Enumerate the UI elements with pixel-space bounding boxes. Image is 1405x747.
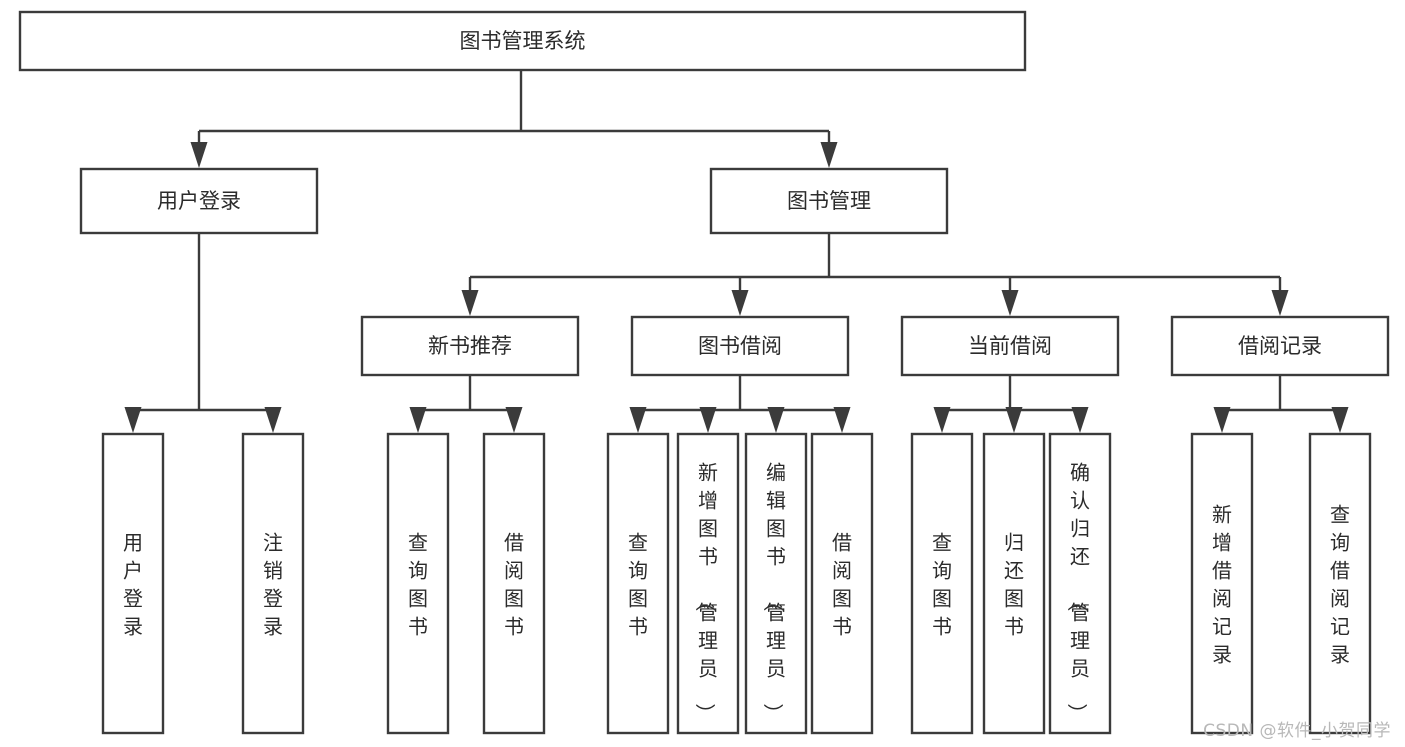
arrow-head-icon — [833, 407, 851, 433]
node-leaf-return-book[interactable]: 归还图书 — [982, 432, 1046, 735]
node-label: 注销登录 — [263, 530, 283, 638]
node-box[interactable] — [810, 432, 874, 735]
node-book-management[interactable]: 图书管理 — [709, 167, 949, 235]
arrow-head-icon — [820, 142, 838, 168]
node-label: 新书推荐 — [428, 334, 512, 358]
node-label: 借阅图书 — [832, 530, 852, 638]
node-box[interactable] — [982, 432, 1046, 735]
node-label: 用户登录 — [123, 530, 143, 638]
arrow-head-icon — [933, 407, 951, 433]
node-current-borrow[interactable]: 当前借阅 — [900, 315, 1120, 377]
edge-group-user-login-fork — [124, 233, 282, 433]
node-leaf-confirm-return[interactable]: 确认归还（管理员） — [1048, 432, 1112, 735]
node-box[interactable] — [360, 315, 580, 377]
node-leaf-add-record[interactable]: 新增借阅记录 — [1190, 432, 1254, 735]
node-leaf-user-login[interactable]: 用户登录 — [101, 432, 165, 735]
arrow-head-icon — [190, 142, 208, 168]
node-leaf-query-book-1[interactable]: 查询图书 — [386, 432, 450, 735]
node-borrow-record[interactable]: 借阅记录 — [1170, 315, 1390, 377]
node-label: 归还图书 — [1004, 530, 1024, 638]
arrow-head-icon — [1001, 290, 1019, 316]
arrow-head-icon — [767, 407, 785, 433]
node-box[interactable] — [630, 315, 850, 377]
node-label: 新增借阅记录 — [1212, 502, 1232, 666]
node-leaf-user-logout[interactable]: 注销登录 — [241, 432, 305, 735]
node-box[interactable] — [241, 432, 305, 735]
arrow-head-icon — [699, 407, 717, 433]
edge-group-new-book-recommend-fork — [409, 375, 523, 433]
node-box[interactable] — [709, 167, 949, 235]
node-root[interactable]: 图书管理系统 — [18, 10, 1027, 72]
node-box[interactable] — [676, 432, 740, 735]
node-label: 查询图书 — [932, 530, 952, 638]
node-box[interactable] — [386, 432, 450, 735]
node-new-book-recommend[interactable]: 新书推荐 — [360, 315, 580, 377]
node-label: 图书管理 — [787, 189, 871, 213]
node-label: 图书借阅 — [698, 334, 782, 358]
node-label: 借阅记录 — [1238, 334, 1322, 358]
arrow-head-icon — [505, 407, 523, 433]
node-leaf-borrow-book-2[interactable]: 借阅图书 — [810, 432, 874, 735]
edge-layer — [124, 70, 1349, 433]
node-leaf-query-book-2[interactable]: 查询图书 — [606, 432, 670, 735]
arrow-head-icon — [264, 407, 282, 433]
node-leaf-edit-book[interactable]: 编辑图书（管理员） — [744, 432, 808, 735]
node-label: 编辑图书（管理员） — [761, 460, 786, 723]
edge-group-borrow-record-fork — [1213, 375, 1349, 433]
arrow-head-icon — [461, 290, 479, 316]
node-box[interactable] — [744, 432, 808, 735]
node-user-login[interactable]: 用户登录 — [79, 167, 319, 235]
node-box[interactable] — [1170, 315, 1390, 377]
node-label: 借阅图书 — [504, 530, 524, 638]
node-box[interactable] — [1308, 432, 1372, 735]
node-book-borrow[interactable]: 图书借阅 — [630, 315, 850, 377]
node-box[interactable] — [910, 432, 974, 735]
arrow-head-icon — [731, 290, 749, 316]
node-label: 查询借阅记录 — [1330, 502, 1350, 666]
arrow-head-icon — [1331, 407, 1349, 433]
arrow-head-icon — [1271, 290, 1289, 316]
edge-group-book-management-fork — [461, 233, 1289, 316]
node-label: 确认归还（管理员） — [1065, 460, 1090, 723]
node-leaf-add-book[interactable]: 新增图书（管理员） — [676, 432, 740, 735]
arrow-head-icon — [1071, 407, 1089, 433]
node-label: 新增图书（管理员） — [693, 460, 718, 723]
node-box[interactable] — [18, 10, 1027, 72]
node-box[interactable] — [1048, 432, 1112, 735]
node-box[interactable] — [900, 315, 1120, 377]
node-label: 图书管理系统 — [460, 29, 586, 53]
node-box[interactable] — [101, 432, 165, 735]
node-label: 查询图书 — [408, 530, 428, 638]
node-label: 当前借阅 — [968, 334, 1052, 358]
arrow-head-icon — [1213, 407, 1231, 433]
node-label: 用户登录 — [157, 189, 241, 213]
node-leaf-query-record[interactable]: 查询借阅记录 — [1308, 432, 1372, 735]
node-leaf-query-book-3[interactable]: 查询图书 — [910, 432, 974, 735]
node-box[interactable] — [1190, 432, 1254, 735]
edge-group-root-fork — [190, 70, 838, 168]
node-leaf-borrow-book-1[interactable]: 借阅图书 — [482, 432, 546, 735]
edge-group-book-borrow-fork — [629, 375, 851, 433]
edge-group-current-borrow-fork — [933, 375, 1089, 433]
csdn-watermark: CSDN @软件_小贺同学 — [1203, 721, 1391, 741]
node-box[interactable] — [482, 432, 546, 735]
arrow-head-icon — [629, 407, 647, 433]
arrow-head-icon — [1005, 407, 1023, 433]
arrow-head-icon — [409, 407, 427, 433]
node-box[interactable] — [79, 167, 319, 235]
node-box[interactable] — [606, 432, 670, 735]
node-layer: 图书管理系统用户登录图书管理新书推荐图书借阅当前借阅借阅记录用户登录注销登录查询… — [18, 10, 1390, 735]
node-label: 查询图书 — [628, 530, 648, 638]
arrow-head-icon — [124, 407, 142, 433]
